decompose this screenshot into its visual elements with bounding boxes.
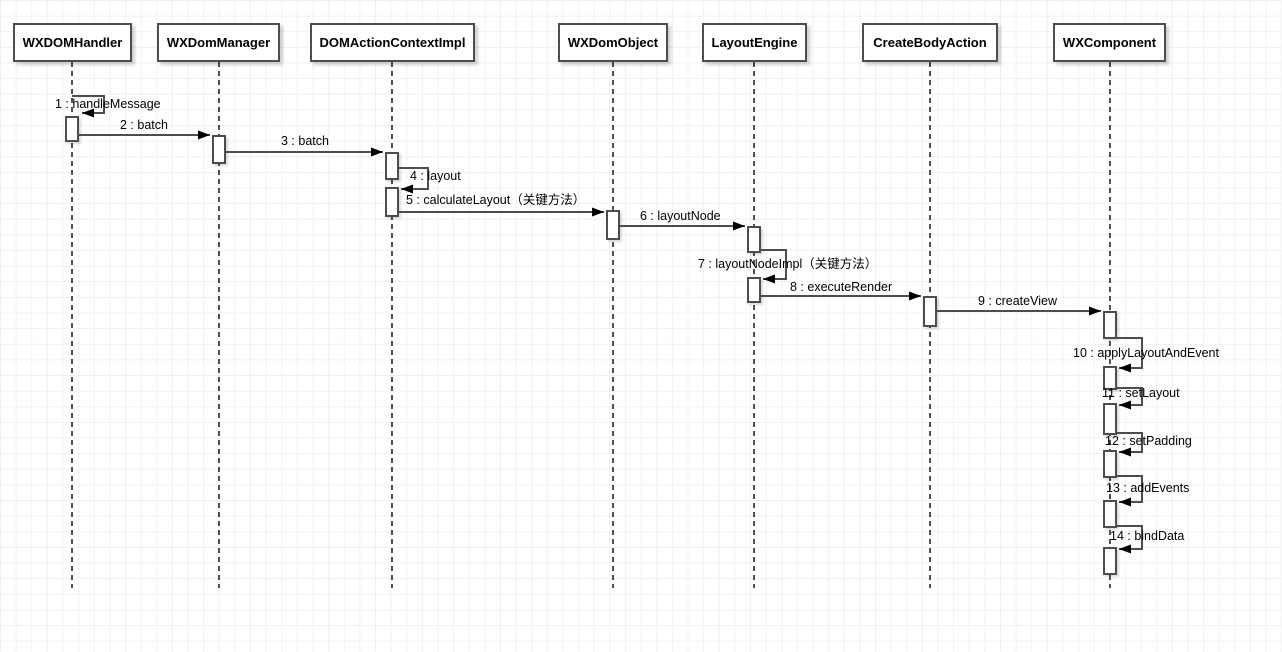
actor-box-domactioncontextimpl: DOMActionContextImpl xyxy=(310,23,475,62)
message-6-label: 6 : layoutNode xyxy=(640,209,721,223)
actor-box-wxcomponent: WXComponent xyxy=(1053,23,1166,62)
activation-wxdomhandler-1 xyxy=(65,116,79,142)
activation-createbody-1 xyxy=(923,296,937,327)
actor-label: LayoutEngine xyxy=(711,35,798,50)
message-4-arrow xyxy=(399,167,429,194)
activation-wxdomobject-1 xyxy=(606,210,620,240)
message-11-label: 11 : setLayout xyxy=(1102,386,1180,400)
activation-domaction-2 xyxy=(385,187,399,217)
actor-box-createbodyaction: CreateBodyAction xyxy=(862,23,998,62)
actor-box-layoutengine: LayoutEngine xyxy=(702,23,807,62)
message-11-arrow xyxy=(1117,387,1143,410)
message-7-label: 7 : layoutNodeImpl（关键方法） xyxy=(698,257,878,271)
message-4-label: 4 : layout xyxy=(410,169,461,183)
message-12-arrow xyxy=(1117,432,1143,457)
activation-wxcomponent-4 xyxy=(1103,450,1117,478)
actor-label: CreateBodyAction xyxy=(873,35,987,50)
actor-label: WXComponent xyxy=(1062,35,1157,50)
actor-label: WXDomObject xyxy=(567,35,659,50)
activation-wxcomponent-6 xyxy=(1103,547,1117,575)
actor-box-wxdommanager: WXDomManager xyxy=(157,23,280,62)
message-13-arrow xyxy=(1117,475,1143,507)
message-14-arrow xyxy=(1117,525,1143,554)
activation-layoutengine-2 xyxy=(747,277,761,303)
message-8-label: 8 : executeRender xyxy=(790,280,893,294)
message-1-arrow xyxy=(72,95,105,118)
message-5-label: 5 : calculateLayout（关键方法） xyxy=(406,193,586,207)
message-3-label: 3 : batch xyxy=(281,134,329,148)
activation-layoutengine-1 xyxy=(747,226,761,253)
activation-wxcomponent-3 xyxy=(1103,403,1117,435)
activation-wxdommanager-1 xyxy=(212,135,226,164)
activation-domaction-1 xyxy=(385,152,399,180)
actor-label: WXDOMHandler xyxy=(22,35,123,50)
message-13-label: 13 : addEvents xyxy=(1106,481,1190,495)
activation-wxcomponent-5 xyxy=(1103,500,1117,528)
actor-label: DOMActionContextImpl xyxy=(319,35,466,50)
message-14-label: 14 : bindData xyxy=(1110,529,1185,543)
message-10-arrow xyxy=(1117,337,1143,373)
message-10-label: 10 : applyLayoutAndEvent xyxy=(1073,346,1219,360)
actor-box-wxdomhandler: WXDOMHandler xyxy=(13,23,132,62)
activation-wxcomponent-1 xyxy=(1103,311,1117,339)
actor-label: WXDomManager xyxy=(166,35,271,50)
message-2-label: 2 : batch xyxy=(120,118,168,132)
message-1-label: 1 : handleMessage xyxy=(55,97,161,111)
message-7-arrow xyxy=(761,249,787,284)
message-9-label: 9 : createView xyxy=(978,294,1057,308)
activation-wxcomponent-2 xyxy=(1103,366,1117,390)
message-12-label: 12 : setPadding xyxy=(1105,434,1192,448)
actor-box-wxdomobject: WXDomObject xyxy=(558,23,668,62)
